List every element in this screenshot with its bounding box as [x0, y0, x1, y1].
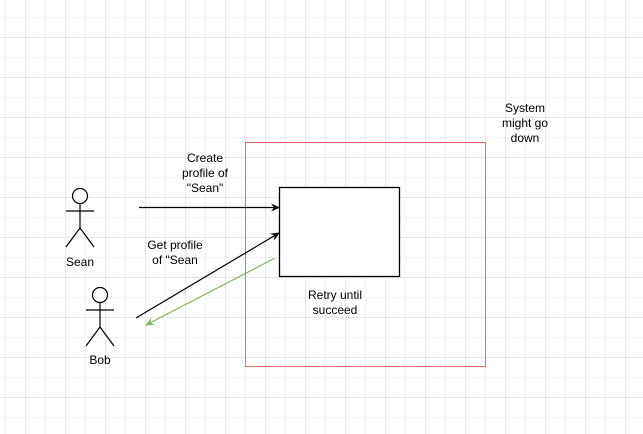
- retry-note: Retry until succeed: [307, 288, 363, 317]
- edge-create-profile-label: Create profile of "Sean": [181, 151, 229, 195]
- actor-sean-label: Sean: [65, 255, 95, 269]
- system-boundary-rect[interactable]: [245, 142, 486, 367]
- edge-get-profile-label: Get profile of "Sean: [147, 238, 203, 267]
- service-box[interactable]: [278, 186, 401, 278]
- system-boundary-label: System might go down: [501, 101, 549, 145]
- actor-bob[interactable]: [85, 286, 115, 347]
- actor-sean[interactable]: [65, 187, 95, 248]
- actor-bob-label: Bob: [89, 353, 111, 367]
- edge-get-profile[interactable]: [135, 232, 280, 319]
- edge-response[interactable]: [145, 257, 276, 326]
